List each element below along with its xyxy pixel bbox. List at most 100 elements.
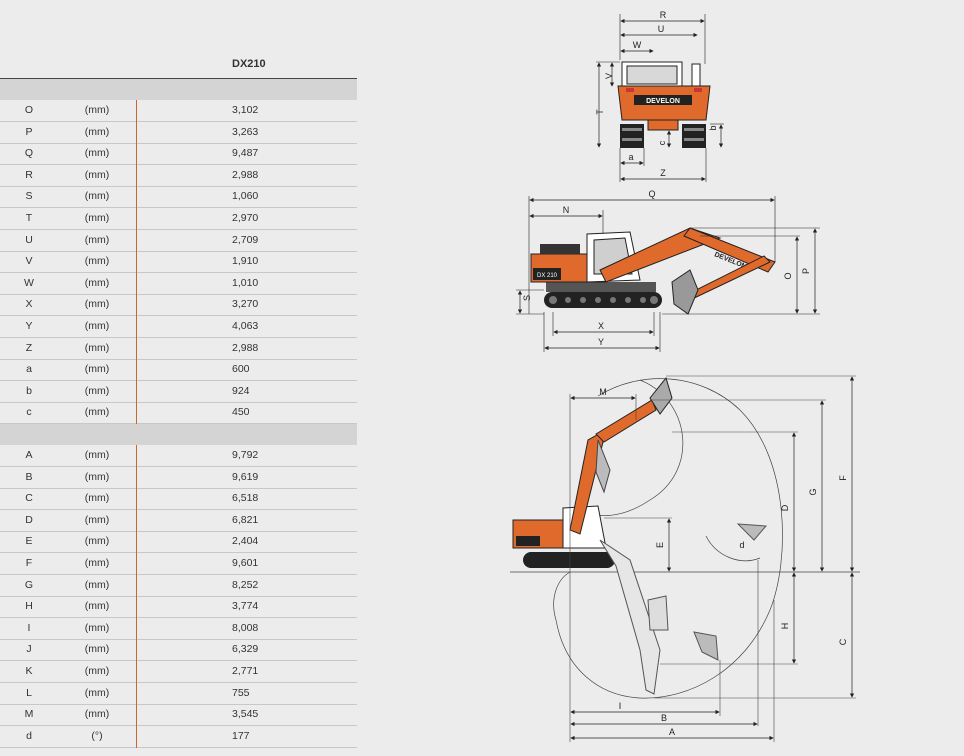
spec-row: A(mm)9,792 — [0, 445, 357, 467]
svg-text:X: X — [598, 321, 604, 331]
column-separator — [136, 466, 137, 489]
spec-row: V (mm) 1,910 — [0, 251, 357, 274]
spec-row: Y(mm)4,063 — [0, 316, 357, 338]
column-separator — [136, 100, 137, 122]
spec-unit: (mm) — [84, 686, 110, 699]
spec-value: 924 — [232, 384, 250, 397]
column-separator — [136, 639, 137, 662]
spec-row: a(mm)600 — [0, 359, 357, 382]
spec-value: 755 — [232, 686, 250, 699]
spec-row: T(mm)2,970 — [0, 208, 357, 230]
spec-value: 1,060 — [232, 190, 259, 203]
spec-unit: (mm) — [84, 298, 110, 311]
spec-unit: (mm) — [84, 125, 110, 138]
svg-text:c: c — [657, 140, 667, 145]
spec-unit: (mm) — [84, 643, 110, 656]
spec-code: X — [25, 298, 33, 311]
spec-value: 3,263 — [232, 125, 259, 138]
spec-unit: (mm) — [84, 147, 110, 160]
svg-text:T: T — [595, 109, 605, 115]
spec-code: A — [25, 449, 33, 461]
column-separator — [136, 445, 137, 467]
spec-value: 2,771 — [232, 665, 259, 677]
spec-row: C(mm)6,518 — [0, 488, 357, 511]
column-separator — [136, 509, 137, 532]
side-cab-label: DX 210 — [537, 273, 558, 279]
spec-unit: (mm) — [84, 190, 110, 203]
spec-value: 9,487 — [232, 147, 259, 160]
column-separator — [136, 574, 137, 597]
svg-text:a: a — [628, 152, 633, 162]
svg-text:S: S — [522, 295, 532, 301]
spec-value: 177 — [232, 729, 250, 742]
spec-unit: (mm) — [84, 255, 110, 268]
spec-code: E — [25, 535, 33, 548]
spec-code: M — [24, 708, 34, 721]
svg-text:R: R — [660, 10, 667, 20]
column-separator — [136, 531, 137, 554]
front-view: DEVELON R U W T V b a c Z — [595, 10, 724, 182]
spec-value: 8,008 — [232, 621, 259, 634]
column-separator — [136, 251, 137, 274]
group-band-2 — [0, 424, 357, 445]
spec-code: Q — [24, 147, 34, 160]
spec-row: E(mm)2,404 — [0, 531, 357, 554]
spec-value: 9,601 — [232, 557, 259, 569]
spec-row: K(mm)2,771 — [0, 661, 357, 683]
spec-code: H — [25, 600, 33, 613]
spec-code: R — [25, 168, 33, 181]
spec-code: P — [25, 125, 33, 138]
spec-value: 2,988 — [232, 168, 259, 181]
column-separator — [136, 229, 137, 252]
column-separator — [136, 380, 137, 403]
spec-unit: (mm) — [84, 168, 110, 181]
spec-row: Q (mm) 9,487 — [0, 143, 357, 166]
spec-code: V — [25, 255, 33, 268]
spec-value: 2,404 — [232, 535, 259, 548]
spec-code: U — [25, 233, 33, 246]
spec-unit: (mm) — [84, 384, 110, 397]
spec-row: X(mm)3,270 — [0, 294, 357, 317]
spec-value: 2,970 — [232, 212, 259, 224]
spec-code: d — [26, 729, 32, 742]
svg-text:P: P — [801, 268, 811, 274]
spec-code: T — [25, 212, 33, 224]
spec-value: 2,709 — [232, 233, 259, 246]
spec-unit: (mm) — [84, 470, 110, 483]
svg-text:E: E — [655, 542, 665, 548]
svg-text:H: H — [780, 623, 790, 630]
spec-value: 2,988 — [232, 341, 259, 354]
svg-text:C: C — [838, 638, 848, 645]
svg-text:F: F — [838, 475, 848, 481]
model-header: DX210 — [232, 58, 266, 70]
header-rule — [0, 78, 357, 79]
spec-value: 600 — [232, 363, 250, 376]
spec-unit: (mm) — [84, 320, 110, 332]
spec-row: I(mm)8,008 — [0, 617, 357, 640]
spec-value: 1,910 — [232, 255, 259, 268]
spec-row: J(mm)6,329 — [0, 639, 357, 662]
column-separator — [136, 272, 137, 295]
column-separator — [136, 704, 137, 727]
column-separator — [136, 682, 137, 705]
column-separator — [136, 294, 137, 317]
column-separator — [136, 337, 137, 360]
svg-text:Z: Z — [660, 168, 666, 178]
spec-unit: (mm) — [84, 276, 110, 289]
spec-row: c(mm)450 — [0, 402, 357, 425]
svg-text:Q: Q — [648, 189, 655, 199]
spec-row: L(mm)755 — [0, 682, 357, 705]
spec-code: Z — [25, 341, 33, 354]
spec-unit: (mm) — [84, 513, 110, 526]
column-separator — [136, 359, 137, 382]
spec-row: O(mm)3,102 — [0, 100, 357, 122]
spec-code: S — [25, 190, 33, 203]
column-separator — [136, 121, 137, 144]
svg-text:A: A — [669, 727, 675, 737]
column-separator — [136, 164, 137, 187]
spec-unit: (mm) — [84, 600, 110, 613]
spec-code: D — [25, 513, 33, 526]
spec-row: G(mm)8,252 — [0, 574, 357, 597]
spec-row: B(mm)9,619 — [0, 466, 357, 489]
